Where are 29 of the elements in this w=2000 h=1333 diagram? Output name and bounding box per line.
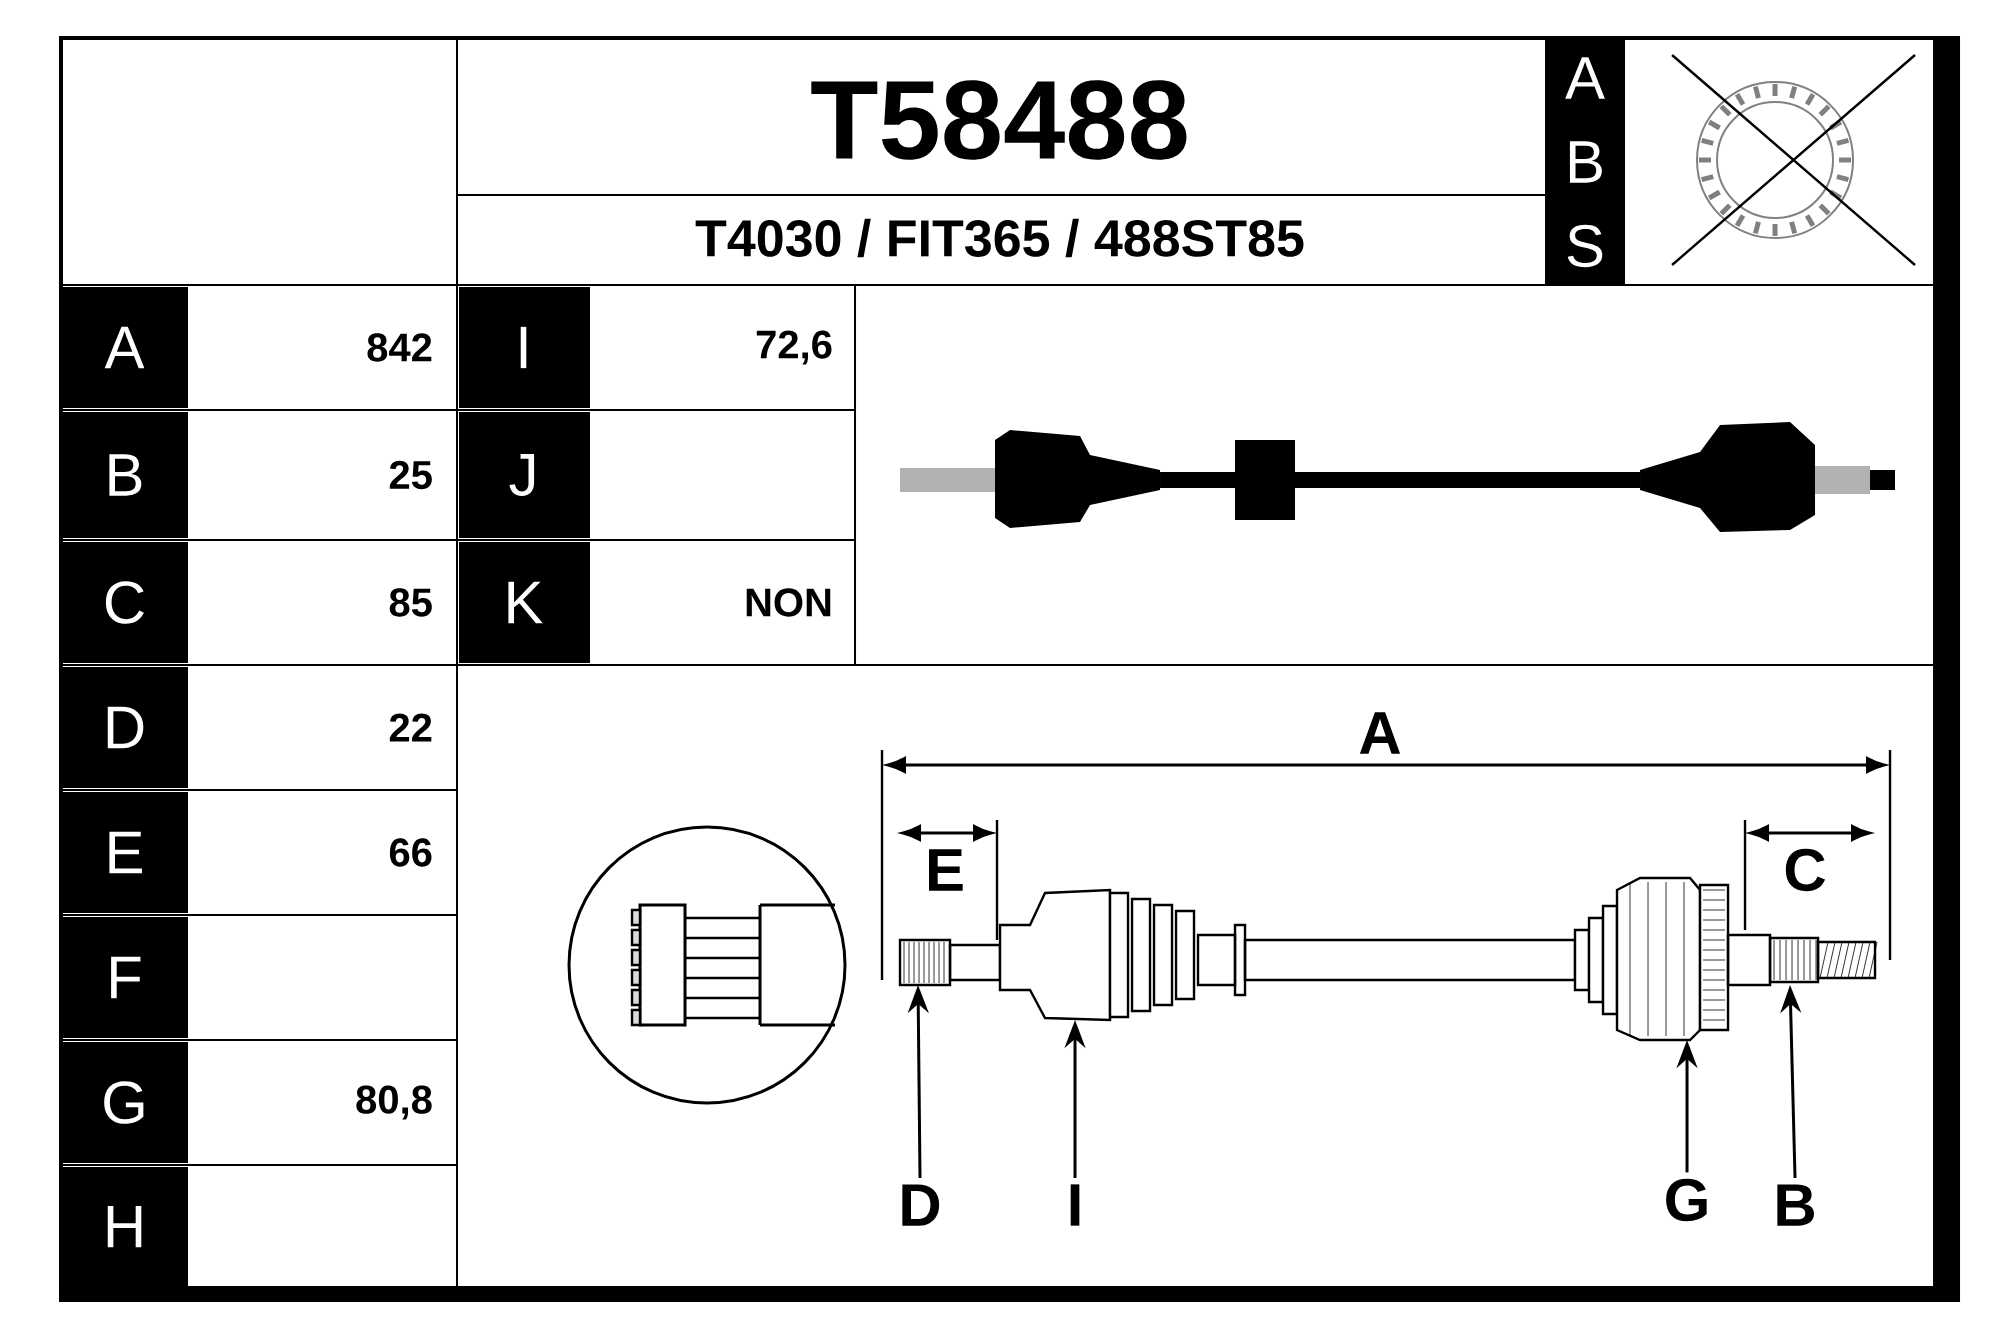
- dimension-letter: E: [929, 849, 963, 891]
- row-letter-cell: C: [63, 542, 188, 663]
- callout-letter: I: [1070, 1184, 1080, 1226]
- cross-reference-numbers: T4030 / FIT365 / 488ST85: [695, 218, 1304, 258]
- dimension-value: 66: [389, 838, 432, 867]
- row-letter-cell: K: [459, 542, 590, 663]
- callout-letter: G: [1666, 1178, 1707, 1222]
- dimension-value: 85: [389, 588, 432, 617]
- dimension-value: 22: [389, 713, 432, 742]
- row-letter-cell: D: [63, 667, 188, 788]
- callout-letter: D: [902, 1184, 940, 1226]
- row-letter-cell: J: [459, 412, 590, 538]
- part-number: T58488: [811, 80, 1187, 160]
- row-letter-cell: I: [459, 287, 590, 408]
- dimension-value: 72,6: [756, 330, 832, 365]
- dimension-value: 80,8: [356, 1085, 432, 1120]
- dimension-value: 25: [389, 460, 432, 490]
- row-letter-cell: H: [63, 1167, 188, 1286]
- abs-column: A B S: [1545, 38, 1626, 285]
- row-letter-cell: G: [63, 1042, 188, 1163]
- row-letter-cell: B: [63, 412, 188, 538]
- callout-letter: B: [1777, 1184, 1814, 1226]
- dimension-letter: A: [1359, 712, 1401, 754]
- dimension-letter: C: [1785, 848, 1826, 892]
- row-letter-cell: A: [63, 287, 188, 408]
- dimension-value: NON: [746, 588, 831, 617]
- row-letter-cell: E: [63, 792, 188, 913]
- dimension-value: 842: [367, 333, 432, 362]
- row-letter-cell: F: [63, 917, 188, 1038]
